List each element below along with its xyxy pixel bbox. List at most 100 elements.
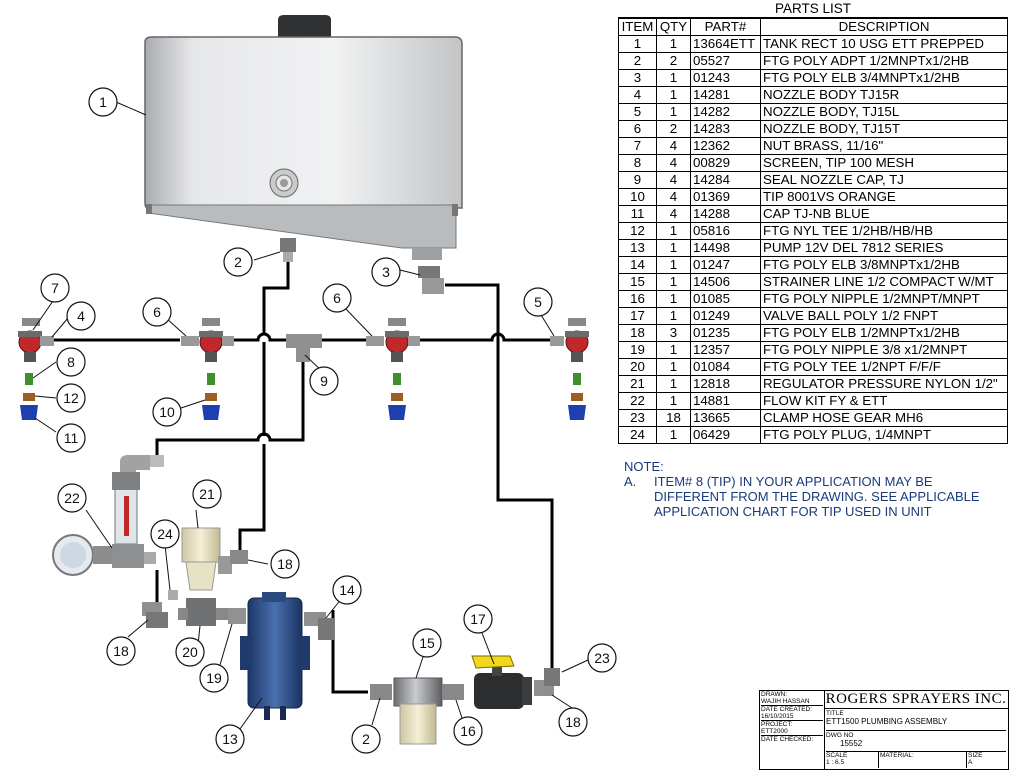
scale-value: 1 : 6.5 xyxy=(826,759,845,766)
item-cell: 13 xyxy=(618,239,657,257)
strainer xyxy=(370,677,464,745)
item-cell: 17 xyxy=(618,307,657,325)
description-cell: CAP TJ-NB BLUE xyxy=(760,205,1008,223)
callout-bubble: 24 xyxy=(150,519,180,549)
callout-bubble: 22 xyxy=(57,483,87,513)
callout-circle xyxy=(371,257,401,287)
callout-bubble: 5 xyxy=(523,287,553,317)
item-cell: 11 xyxy=(618,205,657,223)
tee-fitting-pump xyxy=(168,590,246,626)
tee-fitting xyxy=(286,334,322,362)
part-number-cell: 00829 xyxy=(690,154,761,172)
part-number-cell: 01243 xyxy=(690,69,761,87)
callout-circle xyxy=(223,247,253,277)
callout-number: 14 xyxy=(339,582,355,598)
drawn-label: DRAWN: xyxy=(761,691,788,698)
callout-number: 8 xyxy=(67,354,75,370)
part-number-cell: 05816 xyxy=(690,222,761,240)
callout-bubble: 15 xyxy=(412,628,442,658)
description-cell: REGULATOR PRESSURE NYLON 1/2" xyxy=(760,375,1008,393)
elbow-fitting-pump-out xyxy=(304,612,334,640)
callout-circle xyxy=(309,366,339,396)
description-cell: FTG POLY ELB 1/2MNPTx1/2HB xyxy=(760,324,1008,342)
qty-cell: 18 xyxy=(656,409,691,427)
callout-number: 23 xyxy=(594,650,610,666)
callout-bubble: 3 xyxy=(371,257,401,287)
description-cell: PUMP 12V DEL 7812 SERIES xyxy=(760,239,1008,257)
qty-cell: 1 xyxy=(656,290,691,308)
qty-cell: 1 xyxy=(656,239,691,257)
description-cell: FTG NYL TEE 1/2HB/HB/HB xyxy=(760,222,1008,240)
part-number-cell: 14282 xyxy=(690,103,761,121)
hose-lines xyxy=(36,260,554,694)
part-number-cell: 01235 xyxy=(690,324,761,342)
callout-circle xyxy=(587,643,617,673)
tank-cap xyxy=(278,15,331,38)
callout-circle xyxy=(106,636,136,666)
project-label: PROJECT: xyxy=(761,721,793,728)
description-cell: VALVE BALL POLY 1/2 FNPT xyxy=(760,307,1008,325)
callout-number: 4 xyxy=(77,308,85,324)
description-cell: FTG POLY NIPPLE 3/8 x1/2MNPT xyxy=(760,341,1008,359)
size-value: A xyxy=(968,759,973,766)
callout-circle xyxy=(192,479,222,509)
description-cell: FTG POLY TEE 1/2NPT F/F/F xyxy=(760,358,1008,376)
callout-bubble: 18 xyxy=(558,707,588,737)
scale-label: SCALE xyxy=(826,752,848,759)
part-number-cell: 14284 xyxy=(690,171,761,189)
note: NOTE: A. ITEM# 8 (TIP) IN YOUR APPLICATI… xyxy=(624,459,980,519)
callout-number: 13 xyxy=(222,731,238,747)
description-cell: NOZZLE BODY TJ15R xyxy=(760,86,1008,104)
description-cell: FLOW KIT FY & ETT xyxy=(760,392,1008,410)
callout-number: 3 xyxy=(382,264,390,280)
nozzle-assembly-center-right xyxy=(366,318,420,420)
parts-list-title: PARTS LIST xyxy=(618,0,1008,18)
callout-circle xyxy=(56,423,86,453)
callout-circle xyxy=(150,519,180,549)
callout-bubble: 19 xyxy=(199,663,229,693)
callout-bubble: 18 xyxy=(270,549,300,579)
callout-bubble: 12 xyxy=(56,383,86,413)
title-block: DRAWN: WAJIH HASSAN DATE CREATED: 16/10/… xyxy=(759,690,1009,770)
callout-bubble: 20 xyxy=(175,637,205,667)
note-body: ITEM# 8 (TIP) IN YOUR APPLICATION MAY BE… xyxy=(654,474,980,519)
item-cell: 22 xyxy=(618,392,657,410)
callout-circle xyxy=(412,628,442,658)
note-letter: A. xyxy=(624,474,637,489)
part-number-cell: 01085 xyxy=(690,290,761,308)
elbow-fitting-top xyxy=(418,266,444,294)
callout-bubble: 8 xyxy=(56,347,86,377)
part-number-cell: 05527 xyxy=(690,52,761,70)
callout-circle xyxy=(142,297,172,327)
callout-number: 24 xyxy=(157,526,173,542)
adapter-fitting-top xyxy=(280,238,296,262)
part-number-cell: 14283 xyxy=(690,120,761,138)
callout-circle xyxy=(56,347,86,377)
date-checked-label: DATE CHECKED: xyxy=(761,736,814,743)
description-cell: NOZZLE BODY, TJ15T xyxy=(760,120,1008,138)
callout-number: 16 xyxy=(460,723,476,739)
drawn-value: WAJIH HASSAN xyxy=(761,698,810,705)
callout-bubble: 13 xyxy=(215,724,245,754)
callout-bubble: 18 xyxy=(106,636,136,666)
callout-circle xyxy=(523,287,553,317)
callout-number: 18 xyxy=(565,714,581,730)
flow-kit xyxy=(52,455,164,576)
callout-circle xyxy=(270,549,300,579)
description-cell: SEAL NOZZLE CAP, TJ xyxy=(760,171,1008,189)
elbow-fitting-right xyxy=(534,668,560,696)
callout-number: 18 xyxy=(277,556,293,572)
